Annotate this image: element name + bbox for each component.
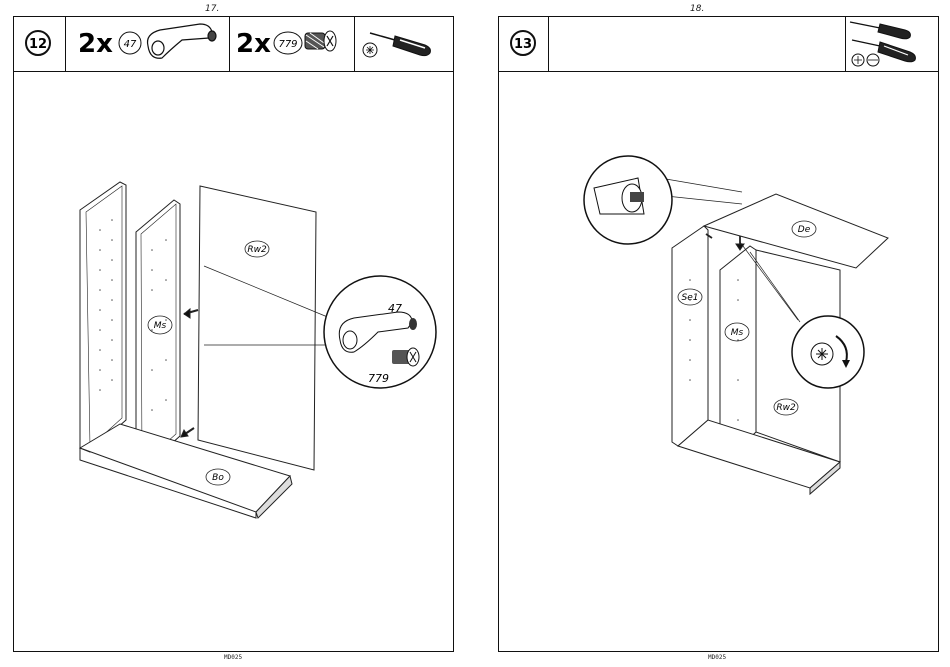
screw-icon <box>305 31 336 51</box>
label-rw2: Rw2 <box>776 403 796 413</box>
label-ms: Ms <box>154 321 167 331</box>
document-code: MD025 <box>224 654 242 661</box>
page-17-drawing: 12 2x 47 2x 779 <box>0 0 470 667</box>
step-badge: 12 <box>26 31 50 55</box>
cam-lock-callout <box>584 156 672 244</box>
label-rw2: Rw2 <box>247 245 267 255</box>
step-number: 13 <box>514 37 532 52</box>
part-47-tag: 47 <box>119 32 141 54</box>
step-badge: 13 <box>511 31 535 55</box>
label-ms: Ms <box>731 328 744 338</box>
callout-label-779: 779 <box>368 372 389 385</box>
label-se1: Se1 <box>682 293 699 303</box>
document-code: MD025 <box>708 654 726 661</box>
svg-text:779: 779 <box>278 39 297 50</box>
page-18: 18. 13 <box>480 0 950 667</box>
callout-label-47: 47 <box>388 302 402 315</box>
part-qty: 2x <box>78 29 113 59</box>
step-number: 12 <box>29 37 47 52</box>
phillips-tip-icon <box>852 54 864 66</box>
cabinet-drawing <box>80 182 330 518</box>
label-de: De <box>798 225 811 235</box>
svg-text:47: 47 <box>124 39 137 50</box>
flat-tip-icon <box>867 54 879 66</box>
page-18-drawing: 13 <box>480 0 950 667</box>
page-17: 17. 12 2x 47 2x 779 <box>0 0 470 667</box>
shelf-support-icon <box>148 24 217 58</box>
screwdriver-icon <box>850 22 910 39</box>
rotate-callout <box>792 316 864 388</box>
part-qty: 2x <box>236 29 271 59</box>
label-bo: Bo <box>212 473 224 483</box>
part-779-tag: 779 <box>274 32 302 54</box>
screwdriver-icon <box>363 33 430 57</box>
